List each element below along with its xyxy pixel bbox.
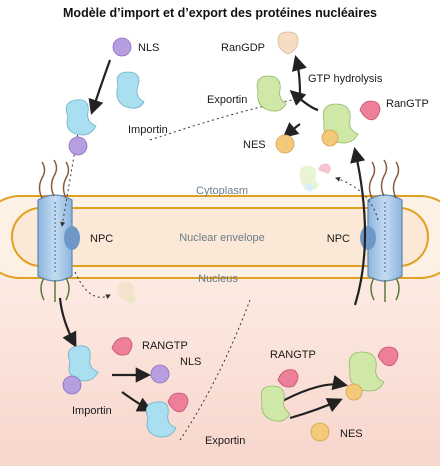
nls-cargo-top (112, 37, 132, 57)
importin-rangtp-complex-bottom (145, 392, 189, 438)
label-exportin-bottom: Exportin (205, 435, 245, 447)
label-importin-top: Importin (128, 124, 168, 136)
importin-nls-complex-bottom (62, 345, 99, 395)
npc-right (360, 159, 403, 302)
nuclear-envelope (0, 195, 440, 279)
rangtp-bottom-right (277, 369, 299, 388)
label-importin-bottom: Importin (72, 405, 112, 417)
label-rangtp-bottom-left: RANGTP (142, 340, 188, 352)
rangdp-shape (277, 31, 299, 55)
importin-free-top (116, 71, 145, 109)
dotted-pathways (60, 99, 379, 441)
label-nls-bottom: NLS (180, 356, 201, 368)
label-nes-bottom: NES (340, 428, 363, 440)
label-rangdp: RanGDP (221, 42, 265, 54)
faded-cargo-left (117, 282, 136, 304)
label-rangtp-bottom-right: RANGTP (270, 349, 316, 361)
importin-nls-complex-top (65, 99, 97, 156)
label-exportin-top: Exportin (207, 94, 247, 106)
nes-cargo-bottom (310, 422, 330, 442)
nucleus-label: Nucleus (198, 273, 238, 285)
label-rangtp-top: RanGTP (386, 98, 429, 110)
exportin-free-bottom (260, 385, 291, 422)
nuclear-envelope-label: Nuclear envelope (179, 232, 265, 244)
cytoplasm-label: Cytoplasm (196, 185, 248, 197)
label-nes-top: NES (243, 139, 266, 151)
exportin-rangtp-nes-complex-top (321, 100, 381, 147)
exportin-free-top (256, 75, 287, 112)
exportin-rangtp-nes-complex-bottom (345, 346, 399, 401)
npc-right-label: NPC (327, 233, 350, 245)
label-gtp-hydrolysis: GTP hydrolysis (308, 73, 383, 85)
label-nls-top: NLS (138, 42, 159, 54)
diagram-title: Modèle d’import et d’export des protéine… (63, 6, 377, 20)
npc-left-label: NPC (90, 233, 113, 245)
nls-cargo-bottom (150, 364, 170, 384)
faded-complex-right (299, 163, 331, 192)
npc-left (37, 159, 80, 302)
rangtp-bottom-left (111, 337, 133, 356)
nes-cargo-top (275, 134, 295, 154)
